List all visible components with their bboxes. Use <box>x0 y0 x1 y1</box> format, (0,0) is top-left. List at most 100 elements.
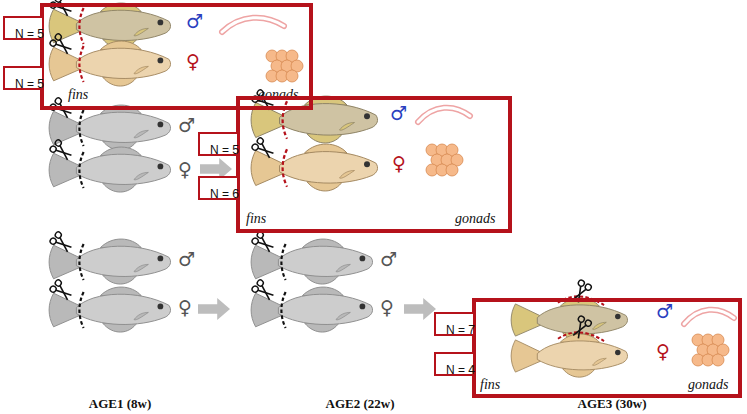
sex-symbol: ♀ <box>178 298 192 317</box>
time-arrow <box>198 298 230 320</box>
fish-body <box>537 341 627 370</box>
fins-label: fins <box>246 211 266 226</box>
fish-eye <box>360 304 366 310</box>
sex-symbol: ♂ <box>390 104 407 123</box>
gonads-label: gonads <box>455 211 495 226</box>
scissors-icon <box>251 279 276 303</box>
sample-size: N = 5 <box>15 77 44 91</box>
fish-eye <box>615 314 621 320</box>
time-arrow <box>404 298 436 320</box>
fish-eye <box>158 20 164 26</box>
scissor-handle <box>256 137 264 145</box>
scissor-handle <box>49 145 57 153</box>
scissor-handle <box>577 279 585 287</box>
sample-size: N = 6 <box>210 187 239 201</box>
cut-line <box>79 110 83 146</box>
pectoral-fin <box>134 312 148 319</box>
sample-size-box: N = 7 <box>434 312 475 336</box>
fish-eye <box>158 164 164 170</box>
fish-eye <box>364 113 370 119</box>
sample-size-box: N = 6 <box>198 176 239 200</box>
fish-eye <box>158 58 164 64</box>
fish-eye <box>364 161 370 167</box>
group-frame: finsgonadsN = 7N = 4 <box>472 298 742 398</box>
ovary-icon <box>286 70 298 82</box>
sample-size-box: N = 5 <box>3 66 44 90</box>
pectoral-fin <box>134 130 148 137</box>
sex-symbol: ♀ <box>380 298 394 317</box>
sample-size-box: N = 5 <box>3 16 44 40</box>
pectoral-fin <box>134 172 148 179</box>
cut-line <box>79 8 83 44</box>
fish-body <box>537 305 627 334</box>
sex-symbol: ♀ <box>656 342 670 361</box>
scissor-blade <box>258 286 273 300</box>
cut-line <box>79 244 83 280</box>
fish-eye <box>615 350 621 356</box>
ovary-icon <box>446 164 458 176</box>
scissor-handle <box>54 279 62 287</box>
fish-body <box>76 294 170 324</box>
age-label: AGE1 (8w) <box>89 397 151 410</box>
fish-body <box>76 10 170 40</box>
testis-icon <box>418 108 470 122</box>
fish-body <box>280 152 378 184</box>
sex-symbol: ♂ <box>178 116 195 135</box>
fish-figure <box>251 96 377 143</box>
scissor-handle <box>251 237 259 245</box>
fins-label: fins <box>480 377 500 392</box>
fish-body <box>76 154 170 184</box>
scissor-handle <box>251 143 259 151</box>
sex-symbol: ♀ <box>186 52 200 71</box>
scissor-blade <box>56 104 71 118</box>
scissor-blade <box>258 238 273 252</box>
scissor-blade <box>258 144 273 158</box>
sample-size: N = 4 <box>446 363 475 377</box>
scissors-icon <box>49 231 74 255</box>
fish-eye <box>158 122 164 128</box>
sex-symbol: ♂ <box>656 302 673 321</box>
cut-line <box>283 149 287 187</box>
testis-icon <box>684 310 734 324</box>
pectoral-fin <box>340 171 355 179</box>
scissor-handle <box>584 283 592 291</box>
fish-eye <box>158 256 164 262</box>
fish-body <box>76 48 170 78</box>
pectoral-fin <box>336 312 350 319</box>
fins-label: fins <box>68 87 88 102</box>
fish-eye <box>360 256 366 262</box>
scissor-blade <box>56 286 71 300</box>
fish-eye <box>158 304 164 310</box>
pectoral-fin <box>593 358 607 365</box>
testis-icon <box>418 108 470 122</box>
group-frame: finsgonadsN = 5N = 6 <box>236 96 512 233</box>
scissor-handle <box>49 285 57 293</box>
sex-symbol: ♀ <box>178 160 192 179</box>
scissor-blade <box>258 286 273 300</box>
scissor-blade <box>573 322 586 338</box>
scissors-icon <box>49 139 74 163</box>
scissor-handle <box>54 231 62 239</box>
scissor-handle <box>256 279 264 287</box>
scissors-icon <box>570 315 593 340</box>
scissor-handle <box>584 319 592 327</box>
fish-body <box>278 246 372 276</box>
scissors-icon <box>49 279 74 303</box>
sex-symbol: ♂ <box>178 250 195 269</box>
scissors-icon <box>251 231 276 255</box>
cut-line <box>79 292 83 328</box>
scissor-blade <box>56 146 71 160</box>
scissor-handle <box>49 237 57 245</box>
scissor-blade <box>258 144 273 158</box>
scissor-blade <box>56 40 71 54</box>
scissor-handle <box>54 139 62 147</box>
fish-figure <box>511 332 627 377</box>
cut-line <box>79 152 83 188</box>
fish-body <box>76 112 170 142</box>
fish-figure <box>251 144 377 191</box>
testis-icon <box>222 18 284 32</box>
sample-size: N = 7 <box>446 323 475 337</box>
scissor-blade <box>56 40 71 54</box>
